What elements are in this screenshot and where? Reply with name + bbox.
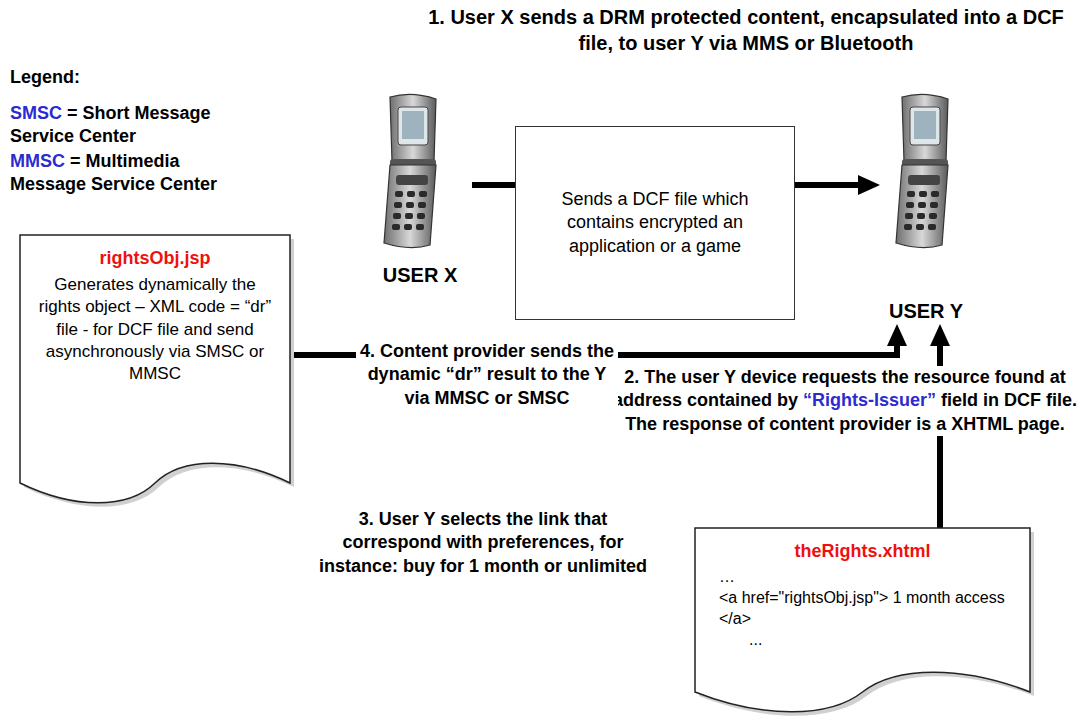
- document-border: [695, 528, 1030, 712]
- label-text: MMSC: [10, 151, 65, 171]
- label-text: Legend:: [10, 67, 80, 87]
- legend-entry: MMSC= Multimedia Message Service Center: [10, 150, 245, 197]
- document-title: theRights.xhtml: [709, 540, 1016, 563]
- user-label: USER X: [368, 262, 472, 288]
- label-text: SMSC: [10, 103, 62, 123]
- user-label: USER Y: [880, 298, 972, 324]
- phone-node: USER Y: [880, 92, 972, 324]
- step-caption: 2. The user Y device requests the resour…: [612, 366, 1078, 436]
- code-line: ...: [709, 630, 1016, 651]
- document-title: rightsObj.jsp: [34, 247, 276, 270]
- edge-label: 4. Content provider sends the dynamic “d…: [356, 340, 618, 410]
- code-line: <a href="rightsObj.jsp"> 1 month access …: [709, 588, 1016, 630]
- code-line: …: [709, 567, 1016, 588]
- document-shape: theRights.xhtml …<a href="rightsObj.jsp">…: [695, 528, 1030, 714]
- legend-heading: Legend:: [10, 66, 210, 89]
- document-shape: rightsObj.jspGenerates dynamically the r…: [20, 235, 290, 505]
- process-box: Sends a DCF file which contains encrypte…: [515, 126, 795, 320]
- step-caption: 1. User X sends a DRM protected content,…: [416, 4, 1076, 56]
- label-text: 1. User X sends a DRM protected content,…: [428, 6, 1064, 54]
- document-border: [20, 235, 290, 503]
- phone-y: [896, 94, 948, 247]
- label-text: 3. User Y selects the link that correspo…: [319, 509, 647, 576]
- phone-node: USER X: [368, 92, 472, 288]
- label-text: “Rights-Issuer”: [803, 390, 936, 410]
- legend-entry: SMSC= Short Message Service Center: [10, 102, 245, 149]
- document-body: Generates dynamically the rights object …: [34, 274, 276, 384]
- phone-x: [384, 94, 436, 247]
- flow-arrow: [472, 182, 515, 188]
- flow-arrow: [795, 182, 868, 188]
- box-text: Sends a DCF file which contains encrypte…: [530, 188, 780, 258]
- step-caption: 3. User Y selects the link that correspo…: [318, 508, 648, 578]
